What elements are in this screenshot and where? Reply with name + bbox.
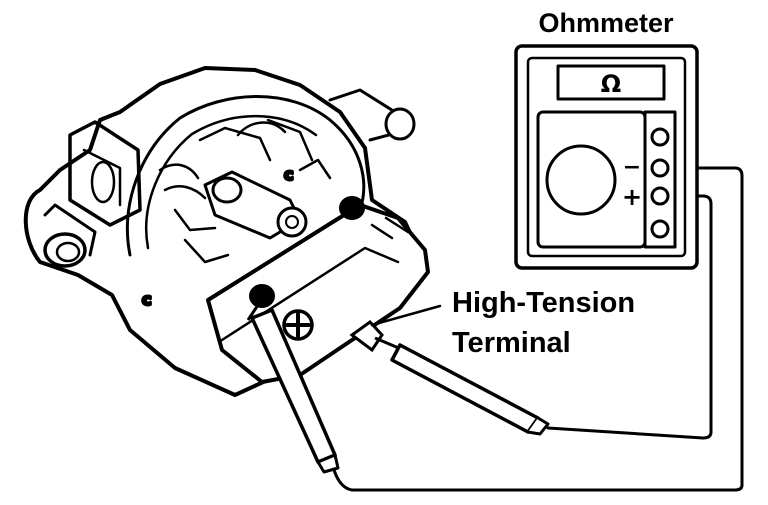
internal-wiring bbox=[158, 118, 332, 264]
ohmmeter-jack-negative[interactable] bbox=[650, 158, 670, 178]
test-lead-positive bbox=[546, 194, 713, 440]
coil-terminal-upper bbox=[339, 196, 365, 220]
test-leads bbox=[332, 166, 744, 492]
pickup-coil bbox=[203, 170, 308, 240]
test-lead-negative bbox=[332, 166, 744, 492]
ohmmeter-label: Ohmmeter bbox=[538, 8, 674, 38]
terminal-label-line2: Terminal bbox=[452, 327, 571, 359]
ohmmeter-dial bbox=[545, 144, 617, 216]
connector-plug bbox=[68, 120, 142, 227]
ohmmeter-jack-4 bbox=[650, 219, 670, 239]
ohmmeter-case-inner bbox=[526, 56, 687, 258]
casting-mark: c bbox=[284, 165, 293, 184]
mounting-boss-right bbox=[328, 88, 416, 142]
ohm-symbol: Ω bbox=[601, 70, 621, 98]
ohmmeter-jack-positive[interactable] bbox=[650, 186, 670, 206]
high-tension-terminal bbox=[349, 304, 442, 353]
mounting-bolt-left bbox=[43, 203, 97, 268]
distributor-assembly: c c bbox=[23, 66, 427, 397]
ohmmeter bbox=[514, 44, 699, 270]
distributor-housing bbox=[23, 66, 427, 397]
test-probe-negative bbox=[246, 304, 340, 474]
ohmmeter-jack-1 bbox=[650, 127, 670, 147]
cover-screw bbox=[282, 309, 314, 341]
ohmmeter-display bbox=[556, 64, 666, 101]
distributor-rim bbox=[125, 95, 366, 257]
casting-mark: c bbox=[142, 290, 151, 309]
terminal-label-line1: High-Tension bbox=[452, 287, 635, 319]
test-probe-positive bbox=[374, 336, 550, 436]
coil-terminal-lower bbox=[249, 284, 275, 308]
positive-sign: + bbox=[622, 183, 642, 211]
negative-sign: − bbox=[623, 155, 641, 180]
